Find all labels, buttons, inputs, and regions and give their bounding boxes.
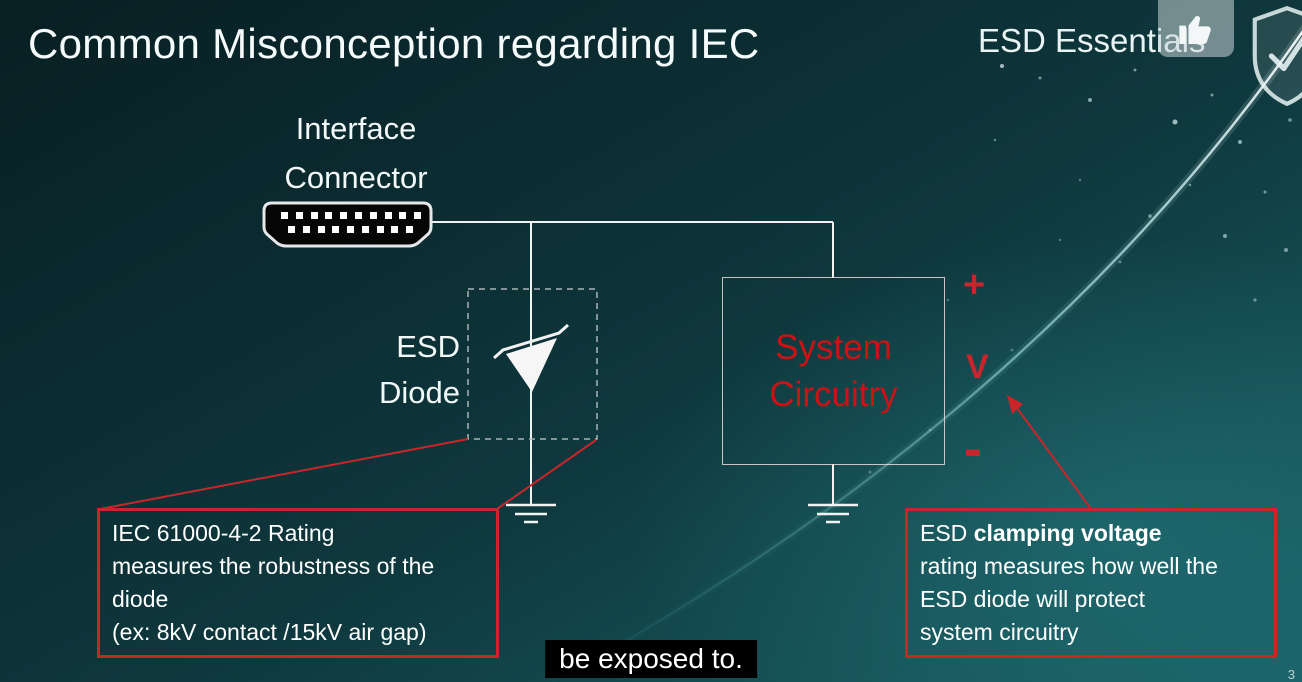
sparkle-dots <box>868 64 1292 474</box>
interface-connector-label-line2: Connector <box>284 160 428 195</box>
thumbs-up-icon[interactable] <box>1158 0 1234 57</box>
clamping-voltage-line1-normal: ESD <box>920 520 974 546</box>
esd-diode-label: ESD Diode <box>345 324 460 416</box>
shield-check-icon <box>1244 4 1302 108</box>
ground-symbol-left <box>506 503 556 524</box>
clamping-arrow <box>1007 395 1092 510</box>
clamping-voltage-line4: system circuitry <box>920 619 1079 645</box>
voltage-minus-marker: - <box>964 419 982 479</box>
iec-rating-line2: measures the robustness of the <box>112 553 435 579</box>
page-number: 3 <box>1287 667 1295 682</box>
system-circuitry-line2: Circuitry <box>769 375 898 414</box>
callout-line-left <box>99 438 469 510</box>
interface-connector-label-line1: Interface <box>295 111 417 146</box>
iec-rating-line3: diode <box>112 586 169 612</box>
slide-title: Common Misconception regarding IEC <box>28 20 760 67</box>
esd-diode-label-line1: ESD <box>396 329 460 364</box>
voltage-v-marker: V <box>966 348 989 386</box>
system-circuitry-box: System Circuitry <box>722 277 945 465</box>
iec-rating-line1: IEC 61000-4-2 Rating <box>112 520 335 546</box>
iec-rating-callout: IEC 61000-4-2 Rating measures the robust… <box>97 508 499 658</box>
clamping-voltage-callout: ESD clamping voltage rating measures how… <box>905 508 1277 658</box>
system-circuitry-line1: System <box>775 328 892 367</box>
callout-line-right <box>496 439 597 510</box>
esd-diode-dashed-box <box>467 288 598 440</box>
clamping-voltage-line3: ESD diode will protect <box>920 586 1145 612</box>
video-caption: be exposed to. <box>545 640 757 678</box>
iec-rating-line4: (ex: 8kV contact /15kV air gap) <box>112 619 427 645</box>
clamping-voltage-line2: rating measures how well the <box>920 553 1218 579</box>
clamping-voltage-line1-bold: clamping voltage <box>973 520 1162 546</box>
ground-symbol-right <box>808 503 858 524</box>
interface-connector-label: Interface Connector <box>256 104 456 202</box>
esd-diode-symbol <box>493 323 569 392</box>
esd-diode-label-line2: Diode <box>379 375 460 410</box>
hdmi-connector-icon <box>262 201 433 248</box>
voltage-plus-marker: + <box>963 264 986 306</box>
clamping-voltage-line1: ESD clamping voltage <box>920 517 1262 550</box>
